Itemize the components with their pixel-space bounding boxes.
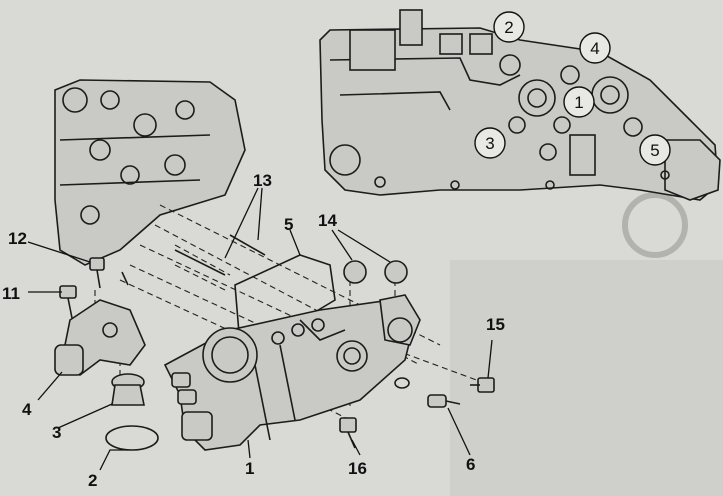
- nuts-14: [343, 260, 408, 284]
- part-label-13: 13: [253, 171, 272, 190]
- thermostat-housing: [163, 294, 421, 451]
- callout-label-5: 5: [650, 141, 659, 160]
- sensor-6: [394, 377, 461, 408]
- bolt-15: [470, 377, 495, 393]
- upper-subassembly-view: [319, 9, 721, 201]
- part-label-11: 11: [2, 284, 20, 303]
- background-page-shading: [450, 192, 723, 496]
- outlet-housing-4: [54, 299, 146, 376]
- studs-13: [174, 234, 266, 276]
- engine-block: [54, 79, 246, 266]
- part-label-3: 3: [52, 423, 61, 442]
- part-label-5: 5: [284, 215, 293, 234]
- callout-circles: [474, 11, 671, 166]
- part-label-15: 15: [486, 315, 505, 334]
- seal-ring-2: [105, 425, 159, 451]
- callout-label-1: 1: [574, 93, 583, 112]
- part-label-6: 6: [466, 455, 475, 474]
- part-label-2: 2: [88, 471, 97, 490]
- part-label-1: 1: [245, 459, 254, 478]
- part-label-16: 16: [348, 459, 367, 478]
- leader-lines: [27, 187, 493, 471]
- part-label-4: 4: [22, 400, 32, 419]
- callout-label-4: 4: [590, 39, 599, 58]
- callout-label-2: 2: [504, 18, 513, 37]
- part-label-12: 12: [8, 229, 27, 248]
- callout-label-3: 3: [485, 134, 494, 153]
- thermostat-3: [111, 373, 145, 406]
- part-label-14: 14: [318, 211, 337, 230]
- bolt-16: [339, 417, 357, 449]
